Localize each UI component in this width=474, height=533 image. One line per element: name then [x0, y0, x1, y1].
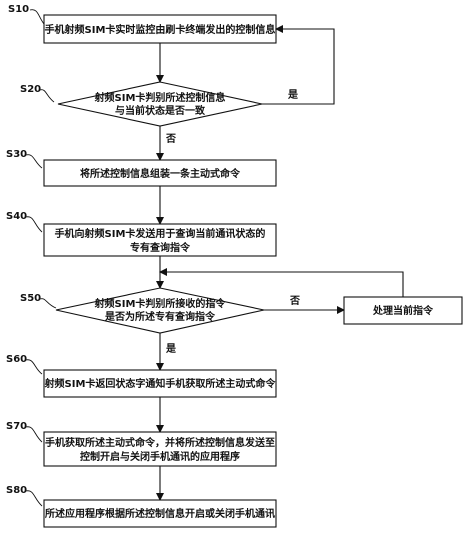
svg-text:S10: S10 — [8, 4, 29, 15]
node-s40: 手机向射频SIM卡发送用于查询当前通讯状态的 专有查询指令 — [43, 223, 277, 257]
step-label-s30: S30 — [6, 149, 43, 169]
svg-text:射频SIM卡判别所述控制信息: 射频SIM卡判别所述控制信息 — [94, 91, 226, 104]
node-s30: 将所述控制信息组装一条主动式命令 — [43, 159, 277, 187]
node-s60: 射频SIM卡返回状态字通知手机获取所述主动式命令 — [43, 369, 277, 398]
svg-text:所述应用程序根据所述控制信息开启或关闭手机通讯: 所述应用程序根据所述控制信息开启或关闭手机通讯 — [45, 507, 275, 520]
svg-text:S70: S70 — [6, 421, 27, 432]
step-label-s20: S20 — [20, 84, 55, 103]
step-label-s60: S60 — [6, 354, 43, 375]
svg-text:控制开启与关闭手机通讯的应用程序: 控制开启与关闭手机通讯的应用程序 — [80, 450, 240, 463]
svg-text:S40: S40 — [6, 211, 27, 222]
svg-text:与当前状态是否一致: 与当前状态是否一致 — [115, 104, 206, 117]
svg-text:射频SIM卡返回状态字通知手机获取所述主动式命令: 射频SIM卡返回状态字通知手机获取所述主动式命令 — [44, 377, 277, 390]
node-s80: 所述应用程序根据所述控制信息开启或关闭手机通讯 — [43, 499, 277, 528]
svg-text:处理当前指令: 处理当前指令 — [372, 304, 434, 317]
step-label-s80: S80 — [6, 485, 43, 507]
label-s20-no: 否 — [165, 133, 176, 145]
svg-text:手机射频SIM卡实时监控由刷卡终端发出的控制信息: 手机射频SIM卡实时监控由刷卡终端发出的控制信息 — [45, 23, 276, 36]
svg-text:S60: S60 — [6, 354, 27, 365]
arrow-s20-yes-loop — [262, 25, 335, 105]
svg-text:S20: S20 — [20, 84, 41, 95]
decision-s20: 射频SIM卡判别所述控制信息 与当前状态是否一致 — [57, 81, 263, 127]
svg-text:将所述控制信息组装一条主动式命令: 将所述控制信息组装一条主动式命令 — [80, 167, 241, 180]
node-s70: 手机获取所述主动式命令，并将所述控制信息发送至 控制开启与关闭手机通讯的应用程序 — [43, 431, 277, 467]
svg-text:S50: S50 — [20, 293, 41, 304]
step-label-s40: S40 — [6, 211, 43, 233]
svg-text:S30: S30 — [6, 149, 27, 160]
step-label-s10: S10 — [8, 4, 45, 25]
node-s10: 手机射频SIM卡实时监控由刷卡终端发出的控制信息 — [43, 14, 277, 44]
svg-text:是否为所述专有查询指令: 是否为所述专有查询指令 — [104, 310, 216, 323]
svg-text:S80: S80 — [6, 485, 27, 496]
step-label-s50: S50 — [20, 293, 57, 309]
step-label-s70: S70 — [6, 421, 43, 443]
svg-text:手机获取所述主动式命令，并将所述控制信息发送至: 手机获取所述主动式命令，并将所述控制信息发送至 — [45, 436, 275, 449]
node-process-current: 处理当前指令 — [343, 296, 463, 325]
svg-text:射频SIM卡判别所接收的指令: 射频SIM卡判别所接收的指令 — [94, 297, 227, 310]
svg-text:专有查询指令: 专有查询指令 — [130, 241, 191, 254]
label-s50-yes: 是 — [165, 343, 176, 355]
label-s20-yes: 是 — [287, 89, 298, 101]
svg-text:手机向射频SIM卡发送用于查询当前通讯状态的: 手机向射频SIM卡发送用于查询当前通讯状态的 — [55, 227, 266, 240]
arrow-process-loop — [159, 268, 404, 297]
decision-s50: 射频SIM卡判别所接收的指令 是否为所述专有查询指令 — [55, 287, 265, 334]
label-s50-no: 否 — [289, 295, 300, 307]
